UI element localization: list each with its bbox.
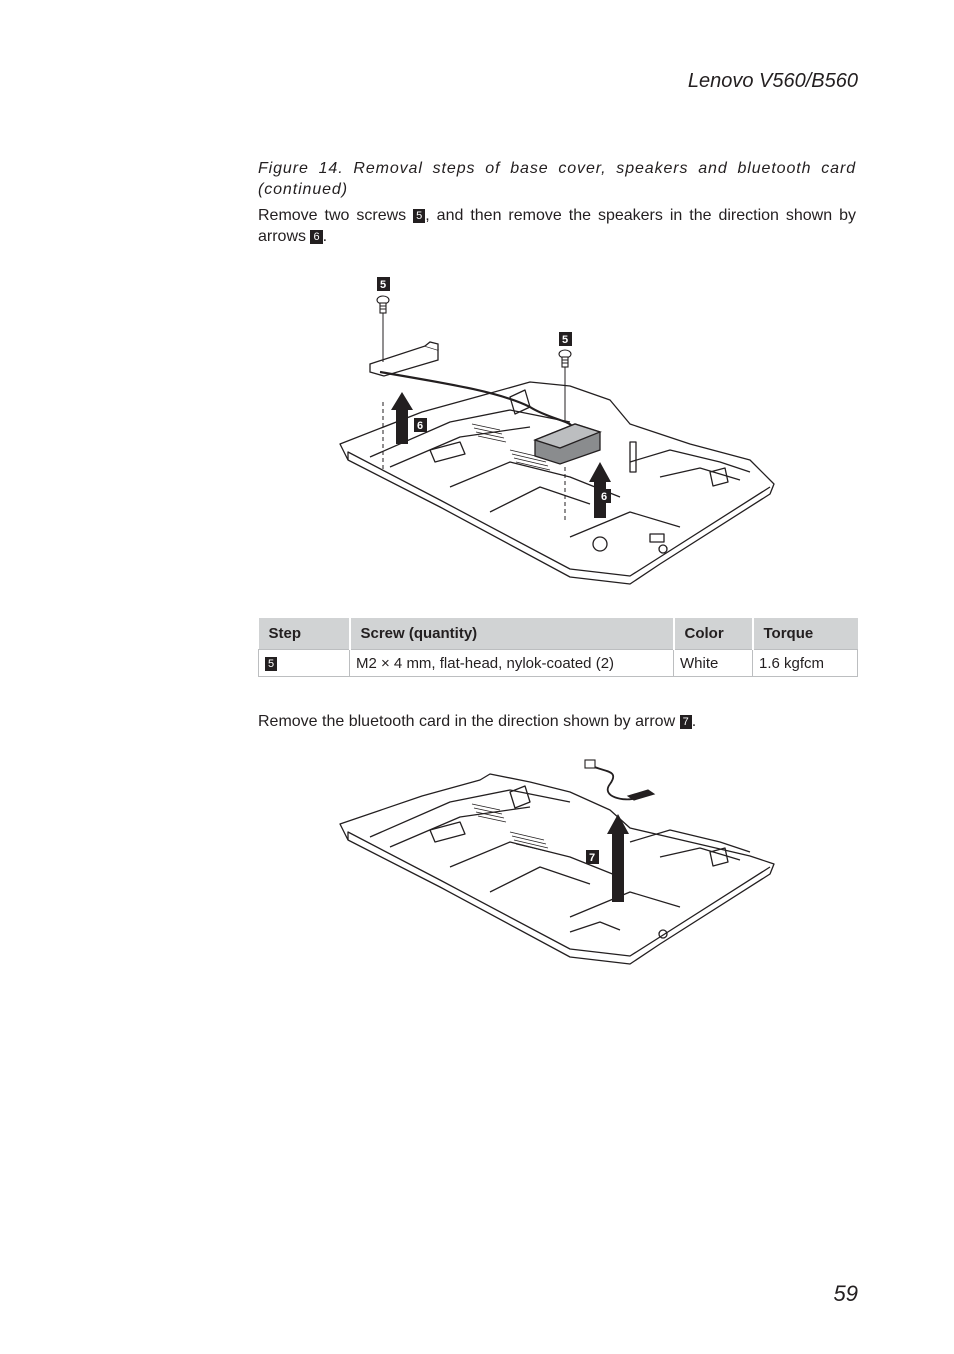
speaker-removal-illustration: 5 5 6 6 bbox=[339, 277, 775, 585]
step-7-text-start: Remove the bluetooth card in the directi… bbox=[258, 713, 680, 730]
figure-caption: Figure 14. Removal steps of base cover, … bbox=[258, 160, 856, 198]
cell-color: White bbox=[673, 649, 753, 677]
step-marker-6: 6 bbox=[310, 230, 323, 244]
label-7: 7 bbox=[586, 850, 599, 864]
label-6-right: 6 bbox=[598, 489, 611, 503]
page-number: 59 bbox=[833, 1281, 858, 1306]
header-screw: Screw (quantity) bbox=[349, 618, 675, 650]
svg-text:5: 5 bbox=[380, 279, 386, 291]
step-5-text-middle: , and then remove the speakers in the di… bbox=[258, 207, 856, 245]
svg-text:7: 7 bbox=[589, 852, 595, 864]
cell-screw: M2 × 4 mm, flat-head, nylok-coated (2) bbox=[349, 649, 674, 677]
step-5-instruction: Remove two screws 5, and then remove the… bbox=[258, 205, 856, 247]
step-marker-7: 7 bbox=[679, 715, 692, 729]
bluetooth-connector bbox=[584, 759, 596, 769]
lift-arrow-icon bbox=[607, 814, 629, 902]
speaker-cable bbox=[379, 370, 574, 431]
screw-spec-table: Step Screw (quantity) Color Torque 5 M2 … bbox=[258, 618, 858, 677]
table-header-row: Step Screw (quantity) Color Torque bbox=[258, 618, 858, 650]
base-cover-outline bbox=[339, 773, 775, 965]
cell-step: 5 bbox=[258, 649, 350, 677]
step-marker-5: 5 bbox=[265, 656, 278, 671]
svg-text:6: 6 bbox=[417, 420, 423, 432]
cell-torque: 1.6 kgfcm bbox=[752, 649, 858, 677]
svg-text:6: 6 bbox=[601, 491, 607, 503]
step-5-text-end: . bbox=[322, 228, 328, 245]
header-torque: Torque bbox=[752, 618, 858, 650]
header-step: Step bbox=[258, 618, 351, 650]
step-5-text-start: Remove two screws bbox=[258, 207, 414, 224]
bluetooth-removal-illustration: 7 bbox=[339, 759, 775, 965]
step-7-instruction: Remove the bluetooth card in the directi… bbox=[258, 711, 856, 732]
label-5-left: 5 bbox=[377, 277, 390, 291]
svg-text:5: 5 bbox=[562, 334, 568, 346]
label-5-right: 5 bbox=[559, 332, 572, 346]
step-marker-5: 5 bbox=[413, 209, 426, 223]
label-6-left: 6 bbox=[414, 418, 427, 432]
manual-title: Lenovo V560/B560 bbox=[687, 70, 858, 92]
lift-arrow-icon bbox=[391, 392, 413, 444]
base-cover-outline bbox=[339, 381, 775, 585]
bluetooth-card bbox=[626, 789, 656, 801]
step-7-text-end: . bbox=[691, 713, 697, 730]
table-row: 5 M2 × 4 mm, flat-head, nylok-coated (2)… bbox=[258, 649, 858, 677]
bluetooth-cable bbox=[591, 765, 637, 801]
header-color: Color bbox=[673, 618, 754, 650]
